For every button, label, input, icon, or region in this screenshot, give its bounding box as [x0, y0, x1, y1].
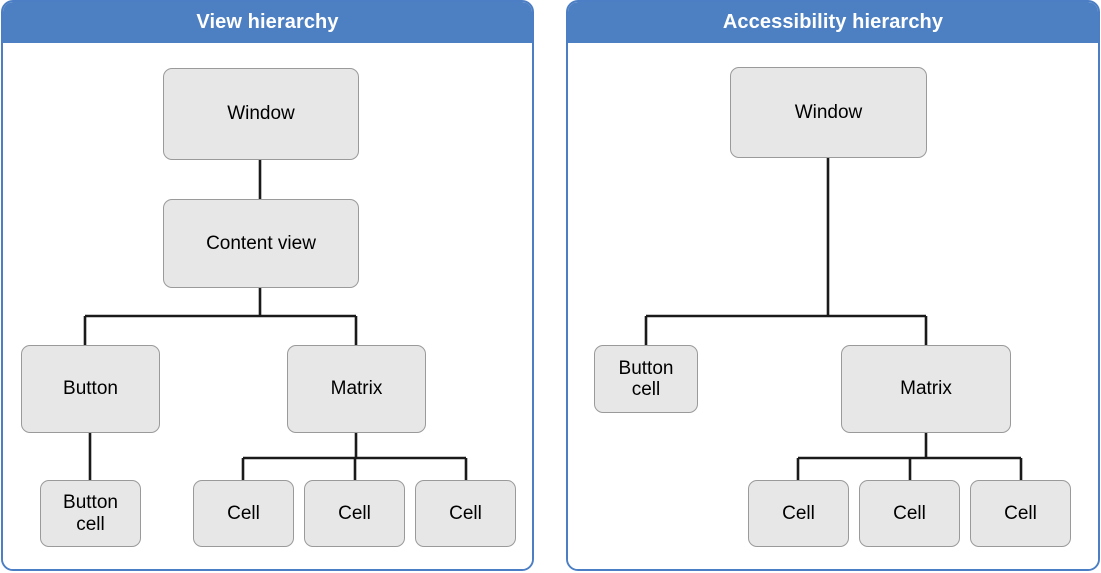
node-a-window: Window [730, 67, 927, 158]
node-a-cell-3: Cell [970, 480, 1071, 547]
node-label: Matrix [330, 378, 383, 400]
node-cell-3: Cell [415, 480, 516, 547]
node-label: Window [227, 103, 295, 125]
node-label: Cell [227, 502, 260, 524]
node-matrix: Matrix [287, 345, 426, 433]
node-window: Window [163, 68, 359, 160]
node-button: Button [21, 345, 160, 433]
node-content-view: Content view [163, 199, 359, 288]
node-label: Button [63, 378, 118, 400]
panel-title-view-hierarchy: View hierarchy [3, 2, 532, 43]
node-label: Cell [449, 502, 482, 524]
node-label: Button cell [618, 357, 674, 400]
node-label: Button cell [63, 492, 118, 535]
node-a-button-cell: Button cell [594, 345, 698, 413]
node-cell-1: Cell [193, 480, 294, 547]
node-a-matrix: Matrix [841, 345, 1011, 433]
node-a-cell-1: Cell [748, 480, 849, 547]
node-label: Cell [893, 502, 926, 524]
node-label: Content view [206, 232, 316, 254]
node-button-cell: Button cell [40, 480, 141, 547]
node-label: Cell [782, 502, 815, 524]
node-label: Window [794, 101, 863, 123]
node-label: Cell [1004, 502, 1037, 524]
node-cell-2: Cell [304, 480, 405, 547]
node-a-cell-2: Cell [859, 480, 960, 547]
node-label: Matrix [900, 378, 952, 400]
panel-title-accessibility-hierarchy: Accessibility hierarchy [568, 2, 1098, 43]
node-label: Cell [338, 502, 371, 524]
